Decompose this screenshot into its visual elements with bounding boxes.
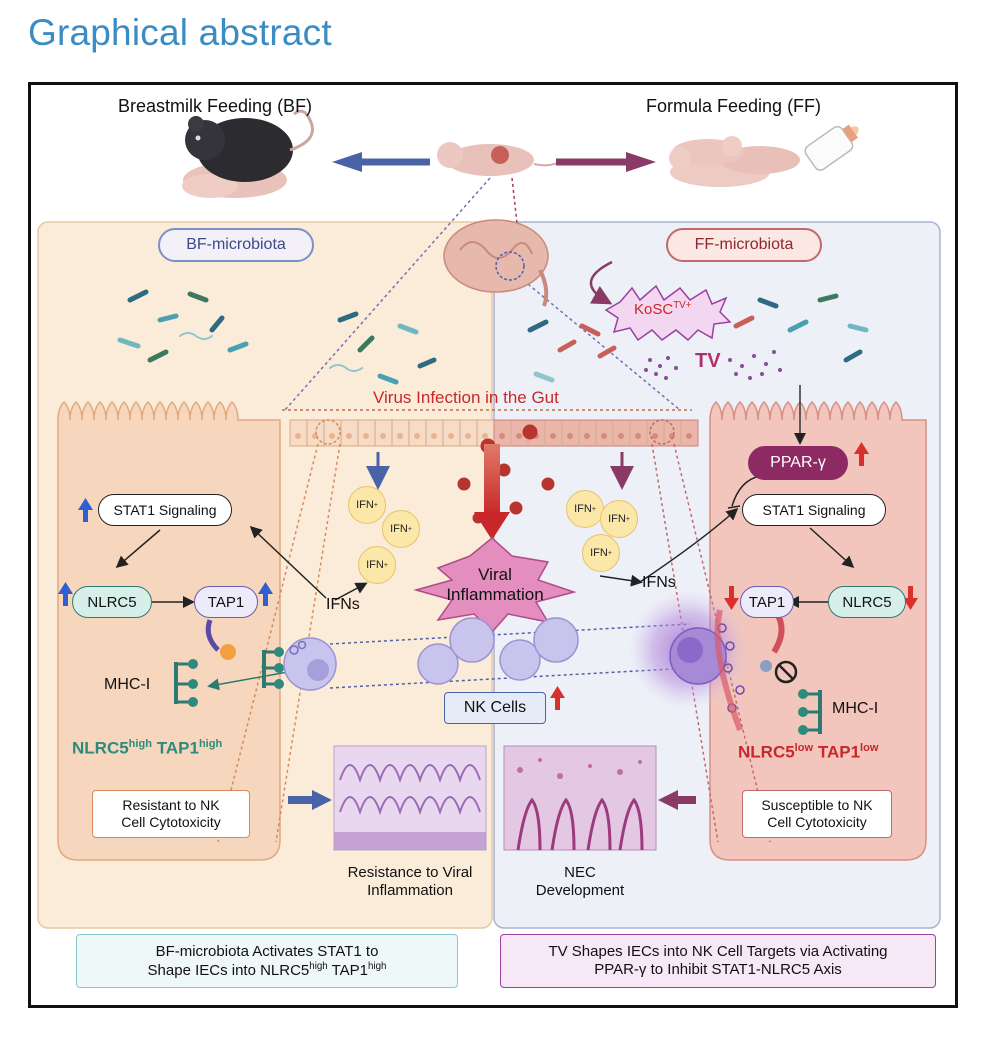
left-phenotype-label: NLRC5high TAP1high bbox=[72, 738, 223, 758]
pparg-pill: PPAR-γ bbox=[748, 446, 848, 480]
left-ifns-label: IFNs bbox=[326, 596, 360, 613]
ifn-bubble: IFN+ bbox=[358, 546, 396, 584]
right-stat1-box: STAT1 Signaling bbox=[742, 494, 886, 526]
bf-histology-image bbox=[333, 745, 487, 851]
ifn-bubble: IFN+ bbox=[566, 490, 604, 528]
bf-microbiota-bacteria bbox=[117, 289, 437, 385]
milk-bottle-illustration bbox=[804, 124, 859, 171]
membrane-damage bbox=[714, 609, 743, 732]
left-pathway-arrows bbox=[115, 525, 368, 691]
right-nlrc5-pill: NLRC5 bbox=[828, 586, 906, 618]
right-tap1-pill: TAP1 bbox=[740, 586, 794, 618]
peptide-dot bbox=[760, 660, 772, 672]
ifn-bubble: IFN+ bbox=[582, 534, 620, 572]
right-ifns-label: IFNs bbox=[642, 574, 676, 591]
mhc-left-glyph bbox=[174, 659, 198, 707]
central-red-arrow bbox=[484, 444, 500, 514]
bf-microbiota-pill: BF-microbiota bbox=[158, 228, 314, 262]
tap1-curved-arrow bbox=[205, 619, 220, 652]
ff-histology-image bbox=[503, 745, 657, 851]
left-nlrc5-pill: NLRC5 bbox=[72, 586, 152, 618]
formula-feeding-mice-illustration bbox=[669, 136, 800, 187]
left-stat1-box: STAT1 Signaling bbox=[98, 494, 232, 526]
prohibited-icon bbox=[774, 660, 798, 684]
virus-infection-label: Virus Infection in the Gut bbox=[373, 388, 559, 407]
ff-microbiota-pill: FF-microbiota bbox=[666, 228, 822, 262]
ifn-bubble: IFN+ bbox=[600, 500, 638, 538]
ifn-bubble: IFN+ bbox=[382, 510, 420, 548]
right-phenotype-label: NLRC5low TAP1low bbox=[738, 742, 879, 762]
ff-summary-box: TV Shapes IECs into NK Cell Targets via … bbox=[500, 934, 936, 988]
kosc-starburst bbox=[604, 284, 732, 342]
ifn-bubble: IFN+ bbox=[348, 486, 386, 524]
intestine-illustration bbox=[443, 219, 549, 307]
neonate-mouse-illustration bbox=[437, 142, 563, 176]
kosc-label: KoSCTV+ bbox=[634, 300, 692, 318]
mhc-left-surface-glyph bbox=[262, 647, 284, 689]
mhc-right-glyph bbox=[798, 689, 822, 735]
ff-label: Formula Feeding (FF) bbox=[646, 96, 822, 116]
nk-cells-box: NK Cells bbox=[444, 692, 546, 724]
tv-label: TV bbox=[695, 350, 721, 372]
flame-icon bbox=[220, 644, 236, 660]
page-title: Graphical abstract bbox=[28, 12, 332, 53]
ff-microbiota-bacteria bbox=[527, 293, 869, 383]
bf-summary-box: BF-microbiota Activates STAT1 to Shape I… bbox=[76, 934, 458, 988]
ff-to-kosc-arrow bbox=[589, 260, 613, 305]
left-mhc-label: MHC-I bbox=[104, 676, 151, 693]
bf-label: Breastmilk Feeding (BF) bbox=[118, 96, 313, 116]
breastfeeding-mouse-illustration bbox=[182, 109, 314, 198]
right-mhc-label: MHC-I bbox=[832, 700, 879, 717]
epithelium-strip bbox=[289, 419, 699, 447]
left-tap1-pill: TAP1 bbox=[194, 586, 258, 618]
